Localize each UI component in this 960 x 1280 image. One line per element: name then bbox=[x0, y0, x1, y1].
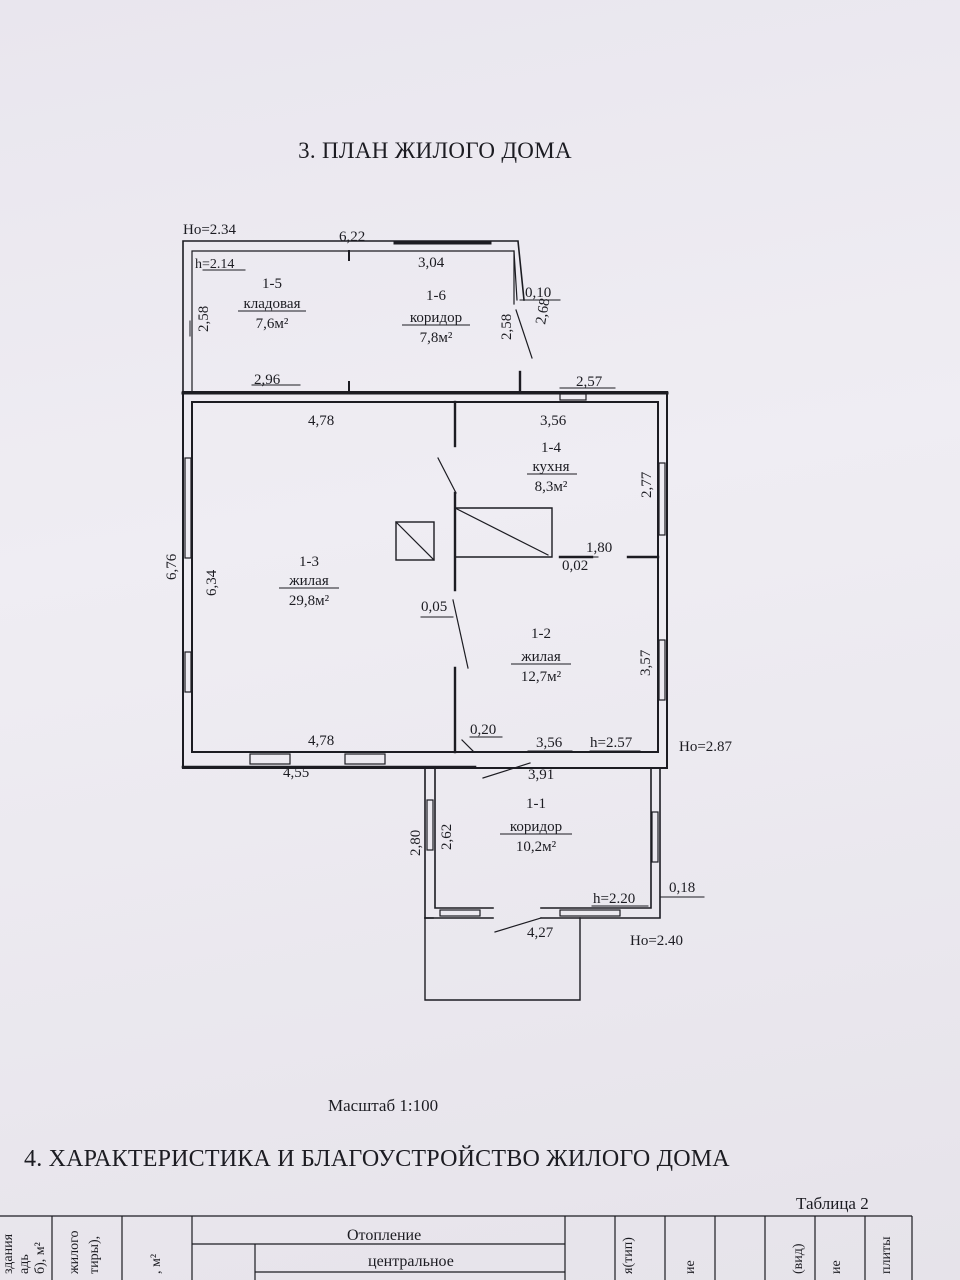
room-area: 7,8м² bbox=[420, 330, 453, 346]
dimension-label: 4,78 bbox=[308, 733, 334, 749]
main-inner-wall bbox=[191, 401, 659, 753]
room-1-5: 1-5 кладовая 7,6м² bbox=[238, 276, 306, 332]
stove-outline bbox=[454, 507, 553, 558]
table-header-central: центральное bbox=[368, 1253, 454, 1270]
dimension-label: 3,57 bbox=[638, 649, 654, 676]
entry-outer-wall bbox=[424, 767, 434, 919]
dimension-label: 2,58 bbox=[196, 306, 212, 332]
table-header-heating: Отопление bbox=[347, 1227, 421, 1244]
height-label: Hо=2.40 bbox=[630, 933, 683, 949]
dimension-label: 4,55 bbox=[283, 765, 309, 781]
section-title: 4. ХАРАКТЕРИСТИКА И БЛАГОУСТРОЙСТВО ЖИЛО… bbox=[24, 1146, 730, 1172]
room-1-6: 1-6 коридор 7,8м² bbox=[402, 288, 470, 346]
room-labels: 1-5 кладовая 7,6м² 1-6 коридор 7,8м² 1-4… bbox=[238, 276, 577, 855]
door-swing-kitchen bbox=[437, 457, 457, 494]
height-label: h=2.14 bbox=[195, 257, 234, 272]
room-name: жилая bbox=[288, 573, 329, 589]
table-header-col1: б), м² bbox=[33, 1242, 48, 1274]
room-area: 29,8м² bbox=[289, 593, 330, 609]
table-header-col2: тиры), bbox=[87, 1236, 102, 1274]
room-1-1: 1-1 коридор 10,2м² bbox=[500, 796, 572, 855]
height-label: Hо=2.34 bbox=[183, 222, 237, 238]
dimension-label: 2,58 bbox=[499, 314, 515, 340]
room-id: 1-6 bbox=[426, 288, 446, 304]
dimension-label: 1,80 bbox=[586, 540, 612, 556]
dimension-label: 0,10 bbox=[525, 285, 551, 301]
porch bbox=[424, 917, 581, 1001]
entry-window-left bbox=[426, 799, 434, 851]
dimension-label: 4,78 bbox=[308, 413, 334, 429]
table-header-col1: здания bbox=[1, 1233, 16, 1274]
height-label: Hо=2.87 bbox=[679, 739, 733, 755]
characteristics-table: Отопление центральное здания адь б), м² … bbox=[0, 1215, 913, 1280]
door-swing-living bbox=[452, 599, 469, 669]
dimension-label: 0,05 bbox=[421, 599, 447, 615]
table-header-type: я(тип) bbox=[621, 1237, 636, 1274]
annex-door-swing bbox=[515, 309, 533, 359]
dimension-label: 0,02 bbox=[562, 558, 588, 574]
room-name: жилая bbox=[520, 649, 561, 665]
door-swing-outer bbox=[494, 917, 542, 933]
room-id: 1-4 bbox=[541, 440, 561, 456]
dimension-label: 2,77 bbox=[639, 471, 655, 498]
room-id: 1-2 bbox=[531, 626, 551, 642]
room-1-3: 1-3 жилая 29,8м² bbox=[279, 554, 339, 609]
room-area: 7,6м² bbox=[256, 316, 289, 332]
room-id: 1-5 bbox=[262, 276, 282, 292]
table-header-col3: , м² bbox=[149, 1254, 164, 1274]
room-1-4: 1-4 кухня 8,3м² bbox=[527, 440, 577, 495]
height-label: h=2.57 bbox=[590, 735, 633, 751]
table-header-col: ие bbox=[829, 1260, 844, 1274]
room-area: 10,2м² bbox=[516, 839, 557, 855]
height-label: h=2.20 bbox=[593, 891, 635, 907]
dimension-label: 2,57 bbox=[576, 374, 603, 390]
main-windows bbox=[184, 393, 666, 765]
annex-inner-wall bbox=[191, 250, 518, 393]
dimension-label: 2,68 bbox=[533, 297, 553, 326]
main-outer-wall bbox=[182, 391, 668, 769]
room-name: кладовая bbox=[243, 296, 300, 312]
dimension-label: 2,80 bbox=[408, 830, 424, 856]
table-header-col: ие bbox=[683, 1260, 698, 1274]
room-id: 1-1 bbox=[526, 796, 546, 812]
dimension-label: 0,20 bbox=[470, 722, 496, 738]
table-header-col1: адь bbox=[17, 1254, 32, 1274]
entry-window-right bbox=[651, 811, 659, 863]
dimension-label: 6,76 bbox=[164, 553, 180, 580]
room-area: 8,3м² bbox=[535, 479, 568, 495]
table-header-plity: плиты bbox=[879, 1236, 894, 1274]
dimension-label: 0,18 bbox=[669, 880, 695, 896]
dimension-label: 6,22 bbox=[339, 229, 365, 245]
dimension-label: 4,27 bbox=[527, 925, 554, 941]
chimney bbox=[395, 521, 435, 561]
dimension-label: 6,34 bbox=[204, 569, 220, 596]
door-swing-entry bbox=[482, 762, 531, 779]
dimension-label: 3,91 bbox=[528, 767, 554, 783]
plan-title: 3. ПЛАН ЖИЛОГО ДОМА bbox=[298, 138, 572, 163]
room-1-2: 1-2 жилая 12,7м² bbox=[511, 626, 571, 685]
annex-outer-wall bbox=[182, 240, 525, 393]
room-id: 1-3 bbox=[299, 554, 319, 570]
table-header-col2: жилого bbox=[67, 1230, 82, 1275]
scale-label: Масштаб 1:100 bbox=[328, 1096, 439, 1115]
dimension-labels: Hо=2.34 6,22 h=2.14 3,04 0,10 2,58 2,58 … bbox=[164, 222, 733, 949]
dimension-label: 3,56 bbox=[536, 735, 563, 751]
room-area: 12,7м² bbox=[521, 669, 562, 685]
room-name: коридор bbox=[510, 819, 562, 835]
room-name: коридор bbox=[410, 310, 462, 326]
dimension-label: 2,96 bbox=[254, 372, 281, 388]
table-header-vid: (вид) bbox=[791, 1243, 806, 1274]
dimension-label: 2,62 bbox=[439, 824, 455, 850]
dimension-label: 3,04 bbox=[418, 255, 445, 271]
table-caption: Таблица 2 bbox=[796, 1194, 869, 1213]
room-name: кухня bbox=[532, 459, 569, 475]
dimension-label: 3,56 bbox=[540, 413, 567, 429]
